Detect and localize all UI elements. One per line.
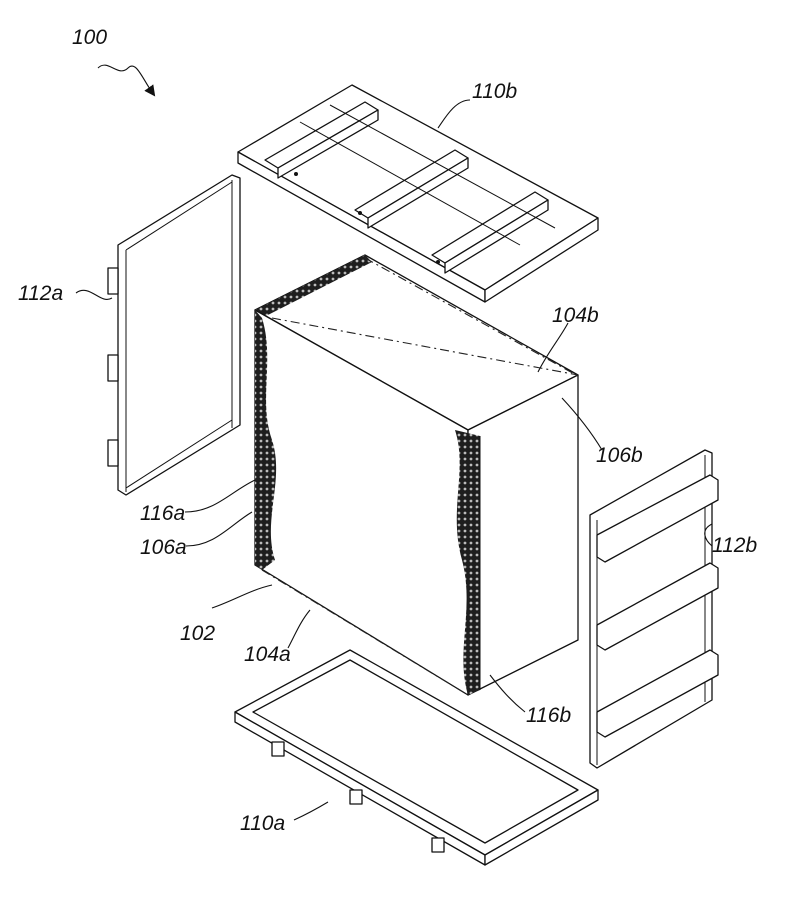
left-panel-112a	[107, 174, 241, 496]
label-104a: 104a	[244, 643, 291, 666]
label-112a: 112a	[18, 282, 63, 305]
label-116a: 116a	[140, 502, 185, 525]
right-panel-112b	[589, 449, 719, 769]
label-116b: 116b	[526, 704, 571, 727]
label-106b: 106b	[596, 444, 643, 467]
label-110a: 110a	[240, 812, 285, 835]
top-panel-110b	[237, 84, 599, 303]
squiggle-arrow-icon	[97, 64, 156, 97]
label-100: 100	[72, 26, 107, 49]
label-102: 102	[180, 622, 215, 645]
label-110b: 110b	[472, 80, 517, 103]
label-106a: 106a	[140, 536, 187, 559]
label-104b: 104b	[552, 304, 599, 327]
bottom-frame-110a	[234, 649, 599, 866]
label-112b: 112b	[712, 534, 757, 557]
core-102	[254, 254, 579, 696]
